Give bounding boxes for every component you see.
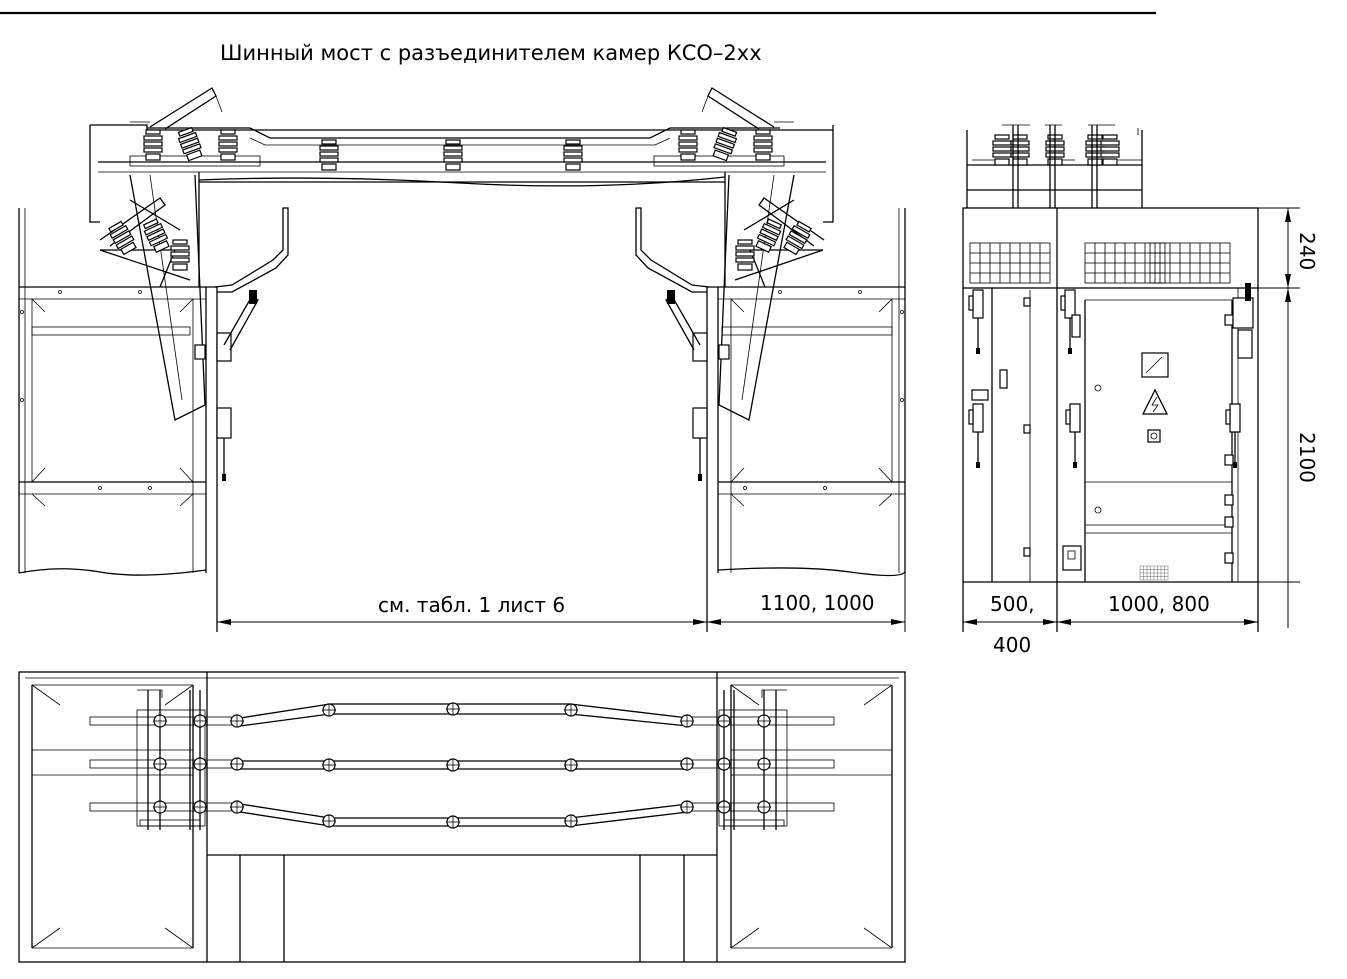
plan-clamps (152, 702, 772, 829)
bus-bridge-housing (89, 124, 834, 421)
plan-view (18, 671, 906, 963)
insulators (106, 121, 814, 271)
vent-grill-right-2 (1149, 242, 1231, 284)
cell-width-dimension-label: 1100, 1000 (760, 591, 875, 615)
depth-dimension-label-left-1: 500, (990, 592, 1035, 616)
drawing-title: Шинный мост с разъединителем камер КСО–2… (220, 41, 762, 65)
side-insulators (992, 124, 1139, 208)
side-door-hardware (971, 283, 1254, 581)
side-view: 500, 400 1000, 800 240 2100 (962, 124, 1319, 657)
side-dimensions (963, 207, 1300, 628)
right-cabinet (706, 208, 906, 632)
bridge-height-label: 240 (1295, 232, 1319, 270)
span-dimension-label: см. табл. 1 лист 6 (378, 593, 565, 617)
front-dimensions (217, 573, 906, 632)
vent-grill-left (969, 242, 1051, 284)
front-view: см. табл. 1 лист 6 1100, 1000 (18, 87, 906, 632)
cell-height-label: 2100 (1295, 432, 1319, 483)
drive-levers (194, 290, 730, 481)
disconnector-blades (99, 87, 825, 247)
left-cabinet (18, 208, 218, 632)
depth-dimension-label-right: 1000, 800 (1108, 592, 1210, 616)
depth-dimension-label-left-2: 400 (993, 633, 1031, 657)
